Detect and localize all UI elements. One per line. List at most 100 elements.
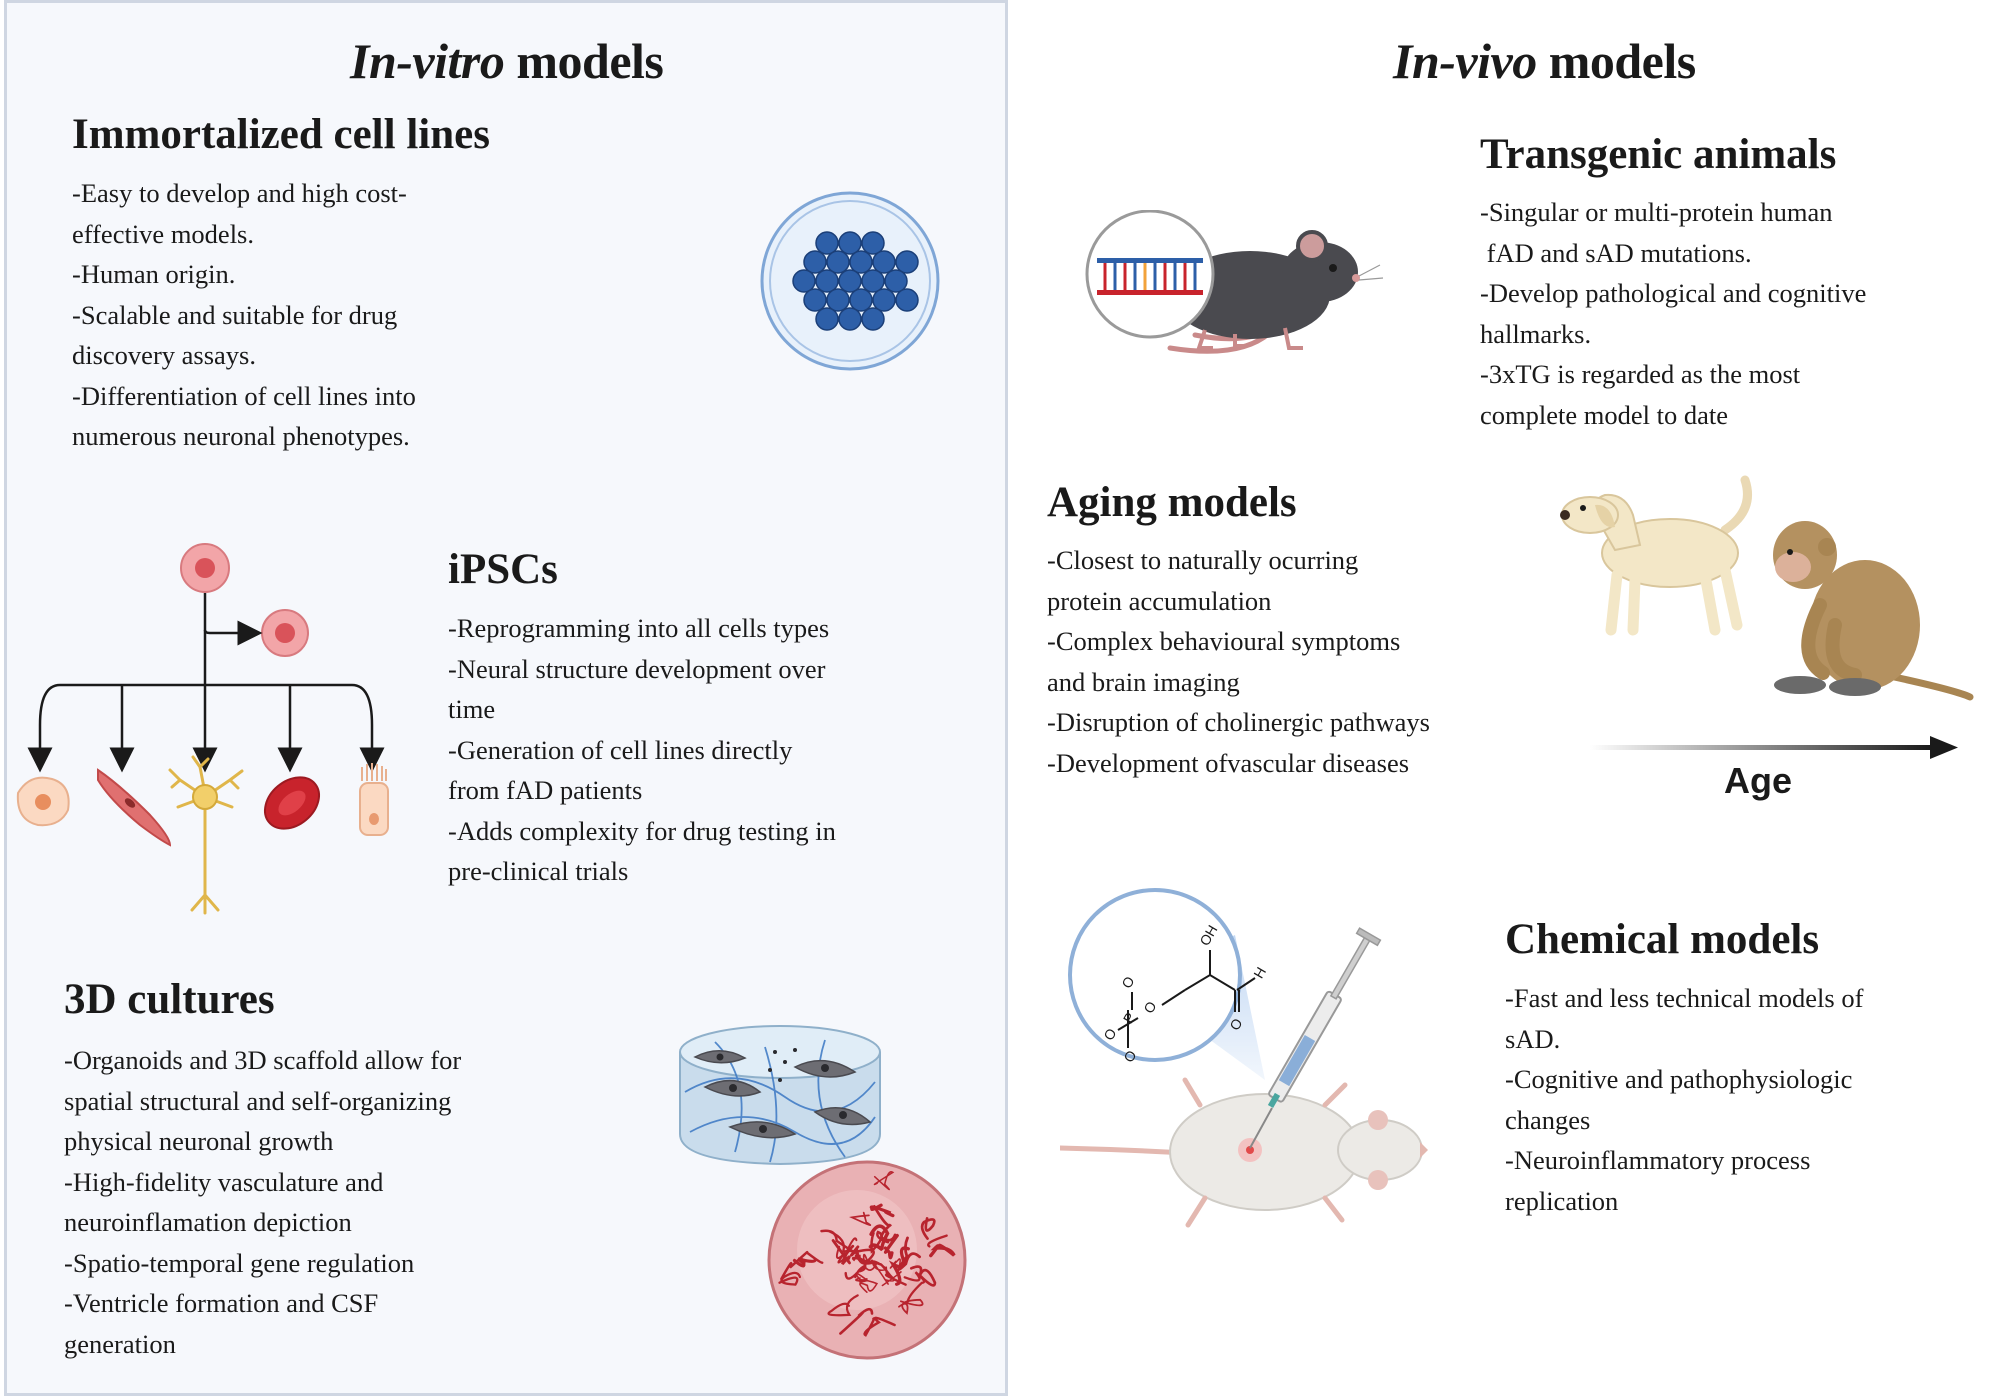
petri-cell <box>895 288 919 312</box>
in-vivo-title-italic: In-vivo <box>1393 33 1537 89</box>
petri-cell <box>792 269 816 293</box>
organoid-vessel <box>869 1203 895 1218</box>
in-vitro-title: In-vitro models <box>350 32 664 90</box>
text-line: -Development ofvascular diseases <box>1047 747 1410 778</box>
text-line: -Cognitive and pathophysiologic <box>1505 1064 1853 1094</box>
immortalized-list: -Easy to develop and high cost-effective… <box>72 173 416 457</box>
age-label: Age <box>1724 760 1793 801</box>
red-blood-cell-icon <box>264 776 320 830</box>
transgenic-list: -Singular or multi-protein human fAD and… <box>1480 192 1866 435</box>
text-line: -Disruption of cholinergic pathways <box>1047 707 1430 737</box>
glyceraldehyde-phosphate-molecule <box>1117 950 1256 1048</box>
organoid-vessel <box>827 1294 859 1317</box>
chemical-title: Chemical models <box>1505 916 1820 963</box>
text-line: -Easy to develop and high cost- <box>72 178 407 208</box>
ipscs-list: -Reprogramming into all cells types -Neur… <box>448 608 836 892</box>
text-line: -Spatio-temporal gene regulation <box>64 1247 415 1278</box>
syringe-icon <box>1249 927 1382 1149</box>
organoid-vessel <box>849 1211 872 1227</box>
text-line: changes <box>1505 1104 1591 1135</box>
text-line: -Closest to naturally ocurring <box>1047 545 1359 575</box>
organoid-vessel <box>873 1171 895 1191</box>
text-line: fAD and sAD mutations. <box>1480 237 1752 268</box>
petri-cell <box>838 307 862 331</box>
text-line: -Complex behavioural symptoms <box>1047 626 1401 656</box>
organoid-vessel <box>854 1254 888 1276</box>
text-line: -Organoids and 3D scaffold allow for <box>64 1045 462 1075</box>
organoid-vessel <box>898 1298 924 1315</box>
aging-animals-illustration <box>1560 475 1974 701</box>
age-arrow <box>1590 736 1958 759</box>
text-line: and brain imaging <box>1047 666 1240 697</box>
text-line: -3xTG is regarded as the most <box>1480 359 1801 389</box>
petri-cell <box>826 288 850 312</box>
organoid-vessel <box>835 1237 858 1264</box>
petri-cell <box>815 269 839 293</box>
organoid-vessel <box>778 1271 802 1286</box>
text-line: protein accumulation <box>1047 585 1272 616</box>
organoid-vessel <box>820 1229 875 1262</box>
text-line: pre-clinical trials <box>448 856 629 886</box>
text-line: neuroinflamation depiction <box>64 1207 352 1237</box>
text-line: physical neuronal growth <box>64 1126 334 1156</box>
petri-cell <box>815 307 839 331</box>
stem-cell-icon <box>180 543 230 593</box>
petri-cell <box>872 250 896 274</box>
organoid-vessel <box>844 1263 867 1280</box>
text-line: -Generation of cell lines directly <box>448 734 793 765</box>
immortalized-title: Immortalized cell lines <box>72 111 490 158</box>
epithelial-cell-icon <box>16 776 70 827</box>
hair-cell-icon <box>359 763 389 836</box>
organoid-vessel <box>920 1217 936 1240</box>
scaffold-3d-icon <box>679 1025 881 1166</box>
petri-cell <box>861 231 885 255</box>
in-vitro-title-italic: In-vitro <box>350 33 505 89</box>
organoid-vessel <box>897 1236 921 1271</box>
organoid-vessel <box>909 1265 937 1287</box>
text-line: -Differentiation of cell lines into <box>72 380 416 411</box>
brain-organoid-icon <box>767 1160 967 1360</box>
aging-title: Aging models <box>1047 479 1297 526</box>
organoid-vessel <box>868 1224 890 1252</box>
organoid-vessel <box>870 1230 890 1254</box>
organoid-vessel <box>870 1259 895 1285</box>
petri-cell <box>872 288 896 312</box>
text-line: replication <box>1505 1185 1619 1216</box>
text-line: -Scalable and suitable for drug <box>72 299 398 330</box>
text-line: effective models. <box>72 218 254 249</box>
organoid-vessel <box>863 1316 896 1337</box>
organoid-vessel <box>831 1239 855 1265</box>
text-line: hallmarks. <box>1480 318 1592 349</box>
dna-icon <box>1097 258 1203 295</box>
text-line: -Neural structure development over <box>448 653 826 684</box>
cultures-3d-title: 3D cultures <box>64 976 275 1023</box>
organoid-vessel <box>862 1253 878 1271</box>
text-line: -Neuroinflammatory process <box>1505 1145 1811 1175</box>
text-line: -Develop pathological and cognitive <box>1480 278 1867 308</box>
text-line: discovery assays. <box>72 340 256 370</box>
petri-cell <box>803 250 827 274</box>
rat-icon <box>1060 1077 1428 1228</box>
aging-list: -Closest to naturally ocurring protein ac… <box>1047 540 1430 783</box>
text-line: -Singular or multi-protein human <box>1480 197 1833 227</box>
text-line: complete model to date <box>1480 399 1728 430</box>
petri-dish-icon <box>760 191 940 371</box>
monkey-icon <box>1773 521 1974 701</box>
petri-cell <box>861 307 885 331</box>
in-vivo-title-rest: models <box>1536 33 1697 89</box>
petri-cell <box>849 250 873 274</box>
organoid-vessel <box>839 1307 874 1335</box>
text-line: time <box>448 694 496 724</box>
text-line: -Reprogramming into all cells types <box>448 613 830 643</box>
dog-icon <box>1560 475 1752 636</box>
petri-cell <box>895 250 919 274</box>
petri-cell <box>849 288 873 312</box>
muscle-cell-icon <box>97 768 172 847</box>
organoid-vessel <box>883 1233 899 1260</box>
text-line: -Ventricle formation and CSF <box>64 1288 379 1318</box>
chemical-injection-illustration: OH H O O P O O O <box>1060 888 1428 1228</box>
text-line: generation <box>64 1328 176 1359</box>
transgenic-mouse-icon <box>1085 210 1384 354</box>
petri-cell <box>838 269 862 293</box>
